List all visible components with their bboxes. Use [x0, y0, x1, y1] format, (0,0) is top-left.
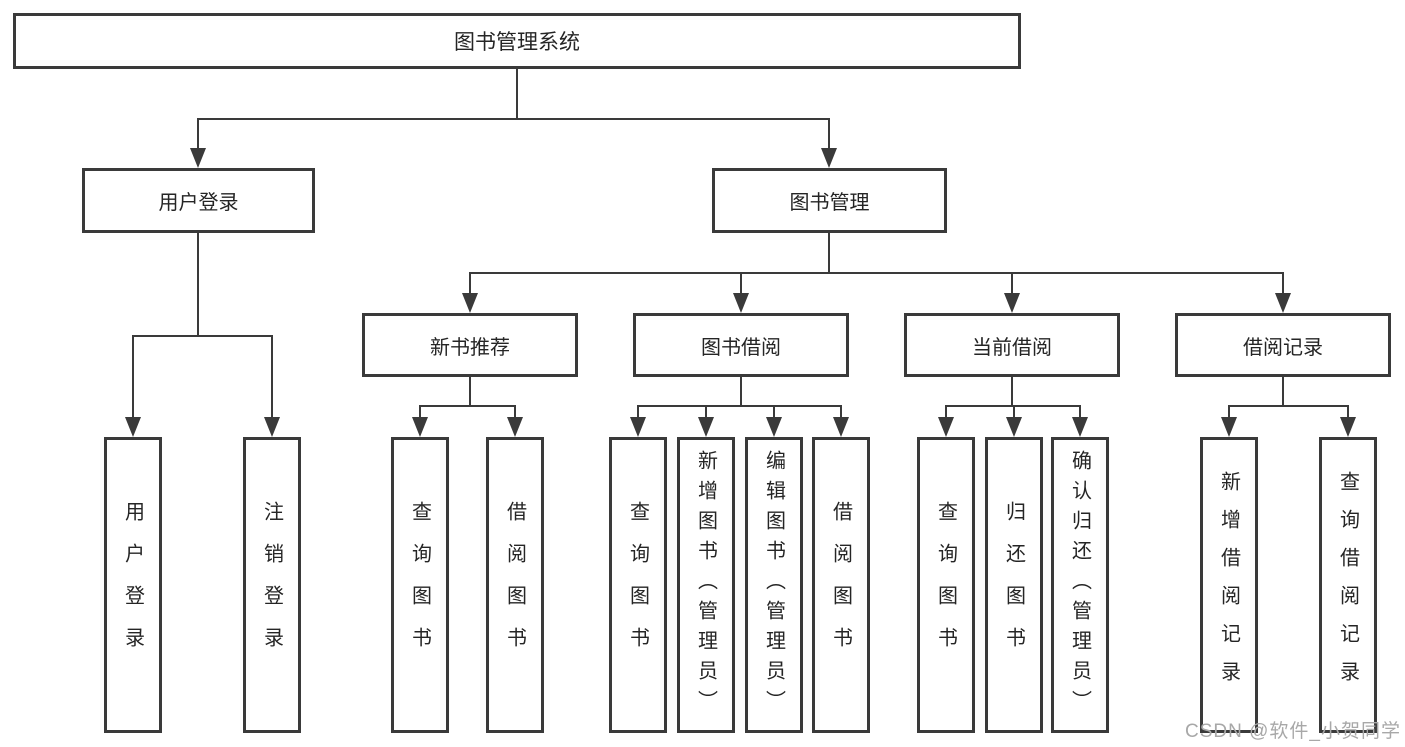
leaf-node-label: 注销登录: [260, 501, 283, 669]
arrowhead-icon: [1004, 293, 1020, 313]
leaf-node-add-borrow-record: 新增借阅记录: [1200, 437, 1258, 733]
arrowhead-icon: [1340, 417, 1356, 437]
leaf-node-label: 新增图书（管理员）: [694, 450, 717, 720]
level2-node-label: 图书管理: [789, 192, 870, 214]
arrowhead-icon: [733, 293, 749, 313]
connector-segment: [1282, 377, 1284, 405]
arrowhead-icon: [507, 417, 523, 437]
level3-node-book-borrow: 图书借阅: [633, 313, 849, 377]
arrowhead-icon: [1275, 293, 1291, 313]
level3-node-label: 当前借阅: [972, 336, 1052, 359]
arrowhead-icon: [766, 417, 782, 437]
connector-segment: [1228, 405, 1230, 417]
connector-segment: [773, 405, 775, 417]
leaf-node-label: 用户登录: [121, 501, 144, 669]
leaf-node-user-login: 用户登录: [104, 437, 162, 733]
level3-node-current-borrow: 当前借阅: [904, 313, 1120, 377]
leaf-node-confirm-return-admin: 确认归还（管理员）: [1051, 437, 1109, 733]
connector-segment: [198, 118, 830, 120]
leaf-node-label: 查询图书: [934, 501, 957, 669]
connector-segment: [1079, 405, 1081, 417]
leaf-node-label: 归还图书: [1002, 501, 1025, 669]
connector-segment: [420, 405, 516, 407]
connector-segment: [740, 377, 742, 405]
connector-segment: [637, 405, 639, 417]
leaf-node-borrow-books: 借阅图书: [812, 437, 870, 733]
arrowhead-icon: [1072, 417, 1088, 437]
arrowhead-icon: [1221, 417, 1237, 437]
connector-segment: [740, 272, 742, 294]
connector-segment: [840, 405, 842, 417]
leaf-node-logout: 注销登录: [243, 437, 301, 733]
leaf-node-label: 借阅图书: [829, 501, 852, 669]
root-node-label: 图书管理系统: [454, 31, 580, 54]
leaf-node-label: 编辑图书（管理员）: [762, 450, 785, 720]
connector-segment: [516, 69, 518, 118]
watermark: CSDN @软件_小贺同学: [1185, 721, 1401, 742]
leaf-node-query-books: 查询图书: [917, 437, 975, 733]
connector-segment: [1229, 405, 1349, 407]
root-node: 图书管理系统: [13, 13, 1021, 69]
level3-node-borrow-record: 借阅记录: [1175, 313, 1391, 377]
level2-node-user-login: 用户登录: [82, 168, 315, 233]
connector-segment: [197, 233, 199, 335]
connector-segment: [1011, 272, 1013, 294]
arrowhead-icon: [190, 148, 206, 168]
connector-segment: [828, 118, 830, 148]
connector-segment: [197, 118, 199, 148]
connector-segment: [638, 405, 842, 407]
connector-segment: [469, 377, 471, 405]
leaf-node-label: 查询图书: [408, 501, 431, 669]
leaf-node-label: 新增借阅记录: [1217, 471, 1240, 699]
level3-node-label: 借阅记录: [1243, 336, 1323, 359]
connector-segment: [1282, 272, 1284, 294]
leaf-node-edit-books-admin: 编辑图书（管理员）: [745, 437, 803, 733]
connector-segment: [828, 233, 830, 272]
leaf-node-query-borrow-record: 查询借阅记录: [1319, 437, 1377, 733]
arrowhead-icon: [821, 148, 837, 168]
arrowhead-icon: [412, 417, 428, 437]
leaf-node-label: 查询图书: [626, 501, 649, 669]
connector-segment: [945, 405, 947, 417]
level3-node-new-book-recommend: 新书推荐: [362, 313, 578, 377]
level2-node-label: 用户登录: [158, 192, 239, 214]
leaf-node-borrow-books: 借阅图书: [486, 437, 544, 733]
connector-segment: [470, 272, 1284, 274]
arrowhead-icon: [1006, 417, 1022, 437]
connector-segment: [514, 405, 516, 417]
leaf-node-query-books: 查询图书: [391, 437, 449, 733]
connector-segment: [469, 272, 471, 294]
connector-segment: [133, 335, 273, 337]
connector-segment: [1013, 405, 1015, 417]
arrowhead-icon: [938, 417, 954, 437]
leaf-node-label: 借阅图书: [503, 501, 526, 669]
connector-segment: [1011, 377, 1013, 405]
connector-segment: [705, 405, 707, 417]
arrowhead-icon: [833, 417, 849, 437]
arrowhead-icon: [698, 417, 714, 437]
connector-segment: [271, 335, 273, 417]
level2-node-book-management: 图书管理: [712, 168, 947, 233]
leaf-node-query-books: 查询图书: [609, 437, 667, 733]
connector-segment: [419, 405, 421, 417]
arrowhead-icon: [630, 417, 646, 437]
arrowhead-icon: [462, 293, 478, 313]
connector-segment: [132, 335, 134, 417]
arrowhead-icon: [264, 417, 280, 437]
level3-node-label: 图书借阅: [701, 336, 781, 359]
leaf-node-label: 确认归还（管理员）: [1068, 450, 1091, 720]
connector-segment: [1347, 405, 1349, 417]
leaf-node-return-books: 归还图书: [985, 437, 1043, 733]
leaf-node-label: 查询借阅记录: [1336, 471, 1359, 699]
level3-node-label: 新书推荐: [430, 336, 510, 359]
leaf-node-add-books-admin: 新增图书（管理员）: [677, 437, 735, 733]
arrowhead-icon: [125, 417, 141, 437]
